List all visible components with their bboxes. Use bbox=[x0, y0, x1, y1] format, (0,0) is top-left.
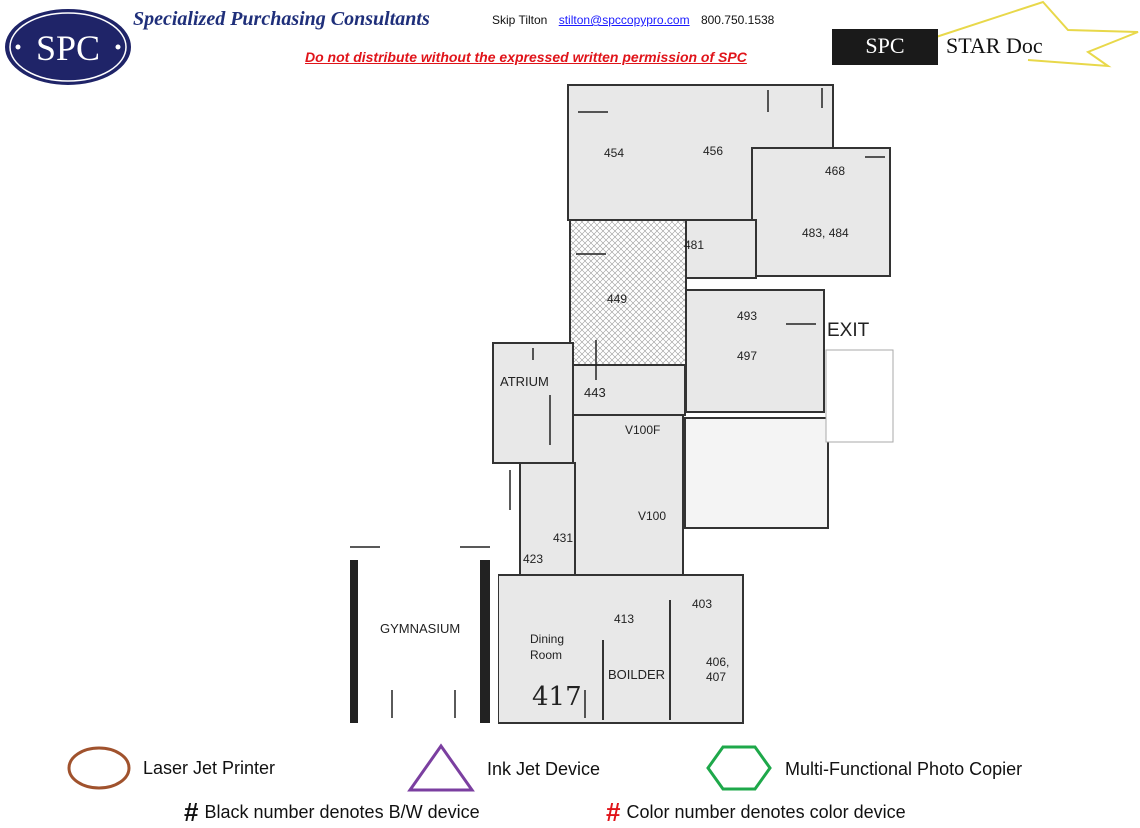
room-403: 403 bbox=[692, 597, 713, 611]
black-hash-icon: # bbox=[184, 797, 199, 827]
contact-info: Skip Tilton stilton@spccopypro.com 800.7… bbox=[492, 13, 774, 27]
star-doc-logo: SPC STAR Doc bbox=[828, 0, 1140, 70]
room-407: 407 bbox=[706, 670, 727, 684]
star-logo-right: STAR Doc bbox=[946, 33, 1043, 58]
room-v100: V100 bbox=[638, 509, 667, 523]
room-493: 493 bbox=[737, 309, 758, 323]
contact-email-link[interactable]: stilton@spccopypro.com bbox=[558, 13, 690, 27]
room-dining-line2: Room bbox=[530, 648, 563, 662]
room-v100f: V100F bbox=[625, 423, 661, 437]
room-406: 406, bbox=[706, 655, 730, 669]
room-gymnasium: GYMNASIUM bbox=[380, 621, 461, 636]
room-449: 449 bbox=[607, 292, 628, 306]
legend-laser: Laser Jet Printer bbox=[143, 758, 276, 778]
distribution-warning: Do not distribute without the expressed … bbox=[305, 49, 747, 65]
legend-color-text: Color number denotes color device bbox=[626, 802, 906, 822]
legend-color: #Color number denotes color device bbox=[606, 797, 906, 828]
svg-text:SPC: SPC bbox=[36, 28, 100, 68]
room-dining-line1: Dining bbox=[530, 632, 565, 646]
room-417-handwritten: 417 bbox=[532, 682, 582, 712]
room-423: 423 bbox=[523, 552, 544, 566]
floor-plan bbox=[330, 84, 894, 725]
mfp-hexagon-icon bbox=[706, 745, 772, 791]
contact-phone: 800.750.1538 bbox=[700, 13, 775, 27]
star-outline-icon bbox=[932, 0, 1139, 68]
spc-logo: SPC bbox=[3, 7, 133, 87]
room-atrium: ATRIUM bbox=[500, 374, 549, 389]
building-walls bbox=[330, 84, 894, 725]
ink-jet-triangle-icon bbox=[407, 743, 475, 792]
room-497: 497 bbox=[737, 349, 758, 363]
room-483-484: 483, 484 bbox=[802, 226, 849, 240]
exit-label: EXIT bbox=[827, 320, 870, 341]
laser-printer-circle-icon bbox=[67, 746, 131, 790]
room-443: 443 bbox=[584, 385, 606, 400]
room-454: 454 bbox=[604, 146, 625, 160]
legend-mfp: Multi-Functional Photo Copier bbox=[785, 759, 1023, 779]
star-logo-left: SPC bbox=[832, 29, 938, 65]
legend-bw-text: Black number denotes B/W device bbox=[204, 802, 480, 822]
color-hash-icon: # bbox=[606, 797, 621, 827]
legend-inkjet: Ink Jet Device bbox=[487, 759, 601, 779]
contact-name: Skip Tilton bbox=[492, 13, 548, 27]
legend-bw: #Black number denotes B/W device bbox=[184, 797, 480, 828]
room-413: 413 bbox=[614, 612, 635, 626]
room-481: 481 bbox=[684, 238, 705, 252]
company-name: Specialized Purchasing Consultants bbox=[133, 8, 430, 30]
room-468: 468 bbox=[825, 164, 846, 178]
room-456: 456 bbox=[703, 144, 724, 158]
room-boiler: BOILDER bbox=[608, 667, 666, 682]
exit-arrows bbox=[350, 88, 885, 718]
room-431: 431 bbox=[553, 531, 574, 545]
